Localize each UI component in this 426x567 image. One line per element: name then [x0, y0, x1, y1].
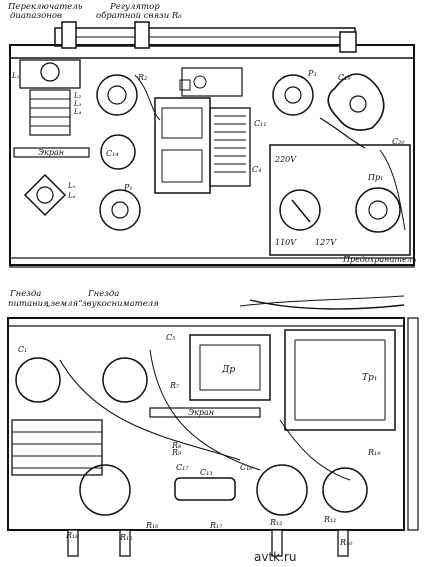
choke-dr	[189, 334, 271, 401]
label-c5: С₅	[166, 333, 176, 342]
label-r16: R₁₆	[145, 521, 159, 530]
label-220v: 220V	[274, 155, 297, 164]
label-l2: L₂	[73, 92, 82, 100]
tube-socket-p4	[355, 187, 401, 233]
tuning-gang	[154, 67, 251, 194]
capacitor-c19	[327, 73, 385, 131]
screen-plate-top	[13, 147, 90, 158]
label-l6: L₆	[67, 192, 76, 200]
label-c1: С₁	[18, 345, 27, 354]
bottom-side-rail	[407, 317, 419, 531]
bottom-chassis-frame	[7, 317, 405, 531]
callout-jack-line2: питания	[8, 299, 49, 309]
coil-l5-l6	[23, 173, 67, 217]
label-l4: L₄	[73, 108, 82, 116]
label-127v: 127V	[315, 238, 337, 247]
socket-bottom-lower	[79, 464, 131, 516]
label-r8: R₈	[171, 441, 182, 450]
label-l1: L₁	[11, 72, 20, 80]
label-r19: R₁₉	[367, 448, 381, 457]
voltage-selector	[279, 189, 321, 231]
socket-bottom-right	[256, 464, 308, 516]
label-fuse: Предохранитель	[342, 255, 416, 264]
range-switch-block	[19, 59, 81, 89]
callout-jack-line1: Гнезда	[9, 289, 41, 299]
label-r7: R₇	[169, 381, 180, 390]
label-r9: R₉	[171, 448, 182, 457]
tube-socket-p1	[99, 189, 141, 231]
label-l3: L₃	[73, 100, 82, 108]
socket-bottom-far-right	[322, 467, 368, 513]
top-chassis	[9, 21, 415, 268]
label-c4: С₄	[252, 165, 261, 174]
label-dr: Др	[221, 365, 235, 375]
screen-plate-bottom	[149, 407, 261, 418]
callout-switch-line2: диапазонов	[10, 11, 62, 21]
label-r18: R₁₈	[65, 531, 79, 540]
top-chassis-lip	[9, 257, 415, 268]
bottom-knobs	[67, 529, 349, 557]
label-r10: R₁₀	[339, 538, 353, 547]
shaft-left	[61, 21, 77, 49]
capacitor-c13	[174, 477, 236, 501]
label-pr: Пр₁	[367, 173, 383, 182]
top-chassis-frame	[9, 44, 415, 266]
label-c19: С₁₉	[338, 73, 351, 82]
label-r12: R₁₂	[269, 518, 282, 527]
label-p1: Р₁	[123, 183, 133, 192]
resistor-bank	[11, 419, 103, 476]
callout-switch-line1: Переключатель	[7, 2, 83, 12]
coil-stack	[29, 89, 71, 136]
callout-jack2-line2: звукоснимателя	[82, 299, 159, 309]
mains-panel	[269, 144, 411, 256]
callout-reg-line1: Регулятор	[109, 2, 160, 12]
label-r2: R₂	[137, 73, 147, 82]
label-screen-bottom: Экран	[188, 408, 214, 417]
range-switch-rotor	[40, 62, 60, 82]
watermark: avtk.ru	[254, 550, 296, 564]
tube-socket-1	[96, 74, 138, 116]
callout-earth: „земля“	[46, 298, 83, 309]
label-c20: С₂₀	[392, 137, 405, 146]
shaft-mid	[134, 21, 150, 49]
label-l5: L₅	[67, 182, 76, 190]
callout-reg-line2: обратной связи R₆	[96, 10, 182, 21]
transformer-tr1	[284, 329, 396, 431]
callout-jack2-line1: Гнезда	[87, 289, 119, 299]
label-c13: С₁₃	[200, 468, 213, 477]
capacitor-c14	[100, 134, 136, 170]
tube-socket-p3	[272, 74, 314, 116]
label-c17: С₁₇	[176, 463, 189, 472]
shaft-right	[339, 31, 357, 53]
label-p3: Р₃	[307, 69, 317, 78]
label-c16: С₁₆	[240, 463, 253, 472]
label-c14: С₁₄	[106, 149, 119, 158]
label-r11: R₁₁	[323, 515, 336, 524]
label-110v: 110V	[275, 238, 297, 247]
label-r15: R₁₅	[119, 533, 133, 542]
label-screen-top: Экран	[38, 148, 64, 157]
label-c11: С₁₁	[254, 119, 267, 128]
bottom-chassis	[7, 295, 419, 557]
socket-bottom-mid	[102, 357, 148, 403]
socket-bottom-left	[15, 357, 61, 403]
label-tr1: Тр₁	[362, 373, 377, 383]
label-r17: R₁₇	[209, 521, 223, 530]
